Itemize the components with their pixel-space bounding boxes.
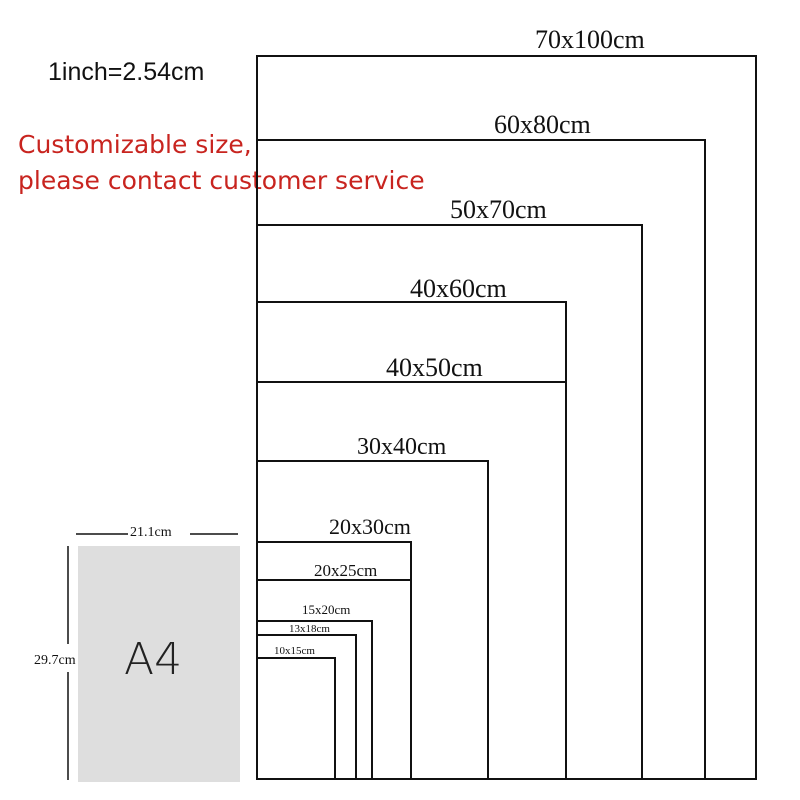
size-label-40x50: 40x50cm <box>386 353 483 382</box>
size-label-15x20: 15x20cm <box>302 602 351 617</box>
conversion-note: 1inch=2.54cm <box>48 58 205 86</box>
size-label-10x15: 10x15cm <box>274 645 315 657</box>
size-label-60x80: 60x80cm <box>494 110 591 139</box>
size-label-20x30: 20x30cm <box>329 514 411 539</box>
size-label-70x100: 70x100cm <box>535 25 645 54</box>
a4-width-label: 21.1cm <box>130 525 172 540</box>
a4-width-dimension-line <box>76 533 238 535</box>
size-label-30x40: 30x40cm <box>357 434 447 460</box>
custom-size-note-line2: please contact customer service <box>18 166 425 195</box>
size-frame-10x15 <box>256 657 336 780</box>
size-label-20x25: 20x25cm <box>314 561 378 580</box>
size-label-50x70: 50x70cm <box>450 195 547 224</box>
size-label-13x18: 13x18cm <box>289 623 330 635</box>
size-label-40x60: 40x60cm <box>410 274 507 303</box>
a4-height-dimension-line <box>67 546 69 780</box>
a4-sheet <box>78 546 240 782</box>
custom-size-note-line1: Customizable size, <box>18 130 252 159</box>
a4-height-label: 29.7cm <box>34 653 76 669</box>
a4-label: A4 <box>124 634 183 685</box>
frames-baseline <box>256 778 757 780</box>
